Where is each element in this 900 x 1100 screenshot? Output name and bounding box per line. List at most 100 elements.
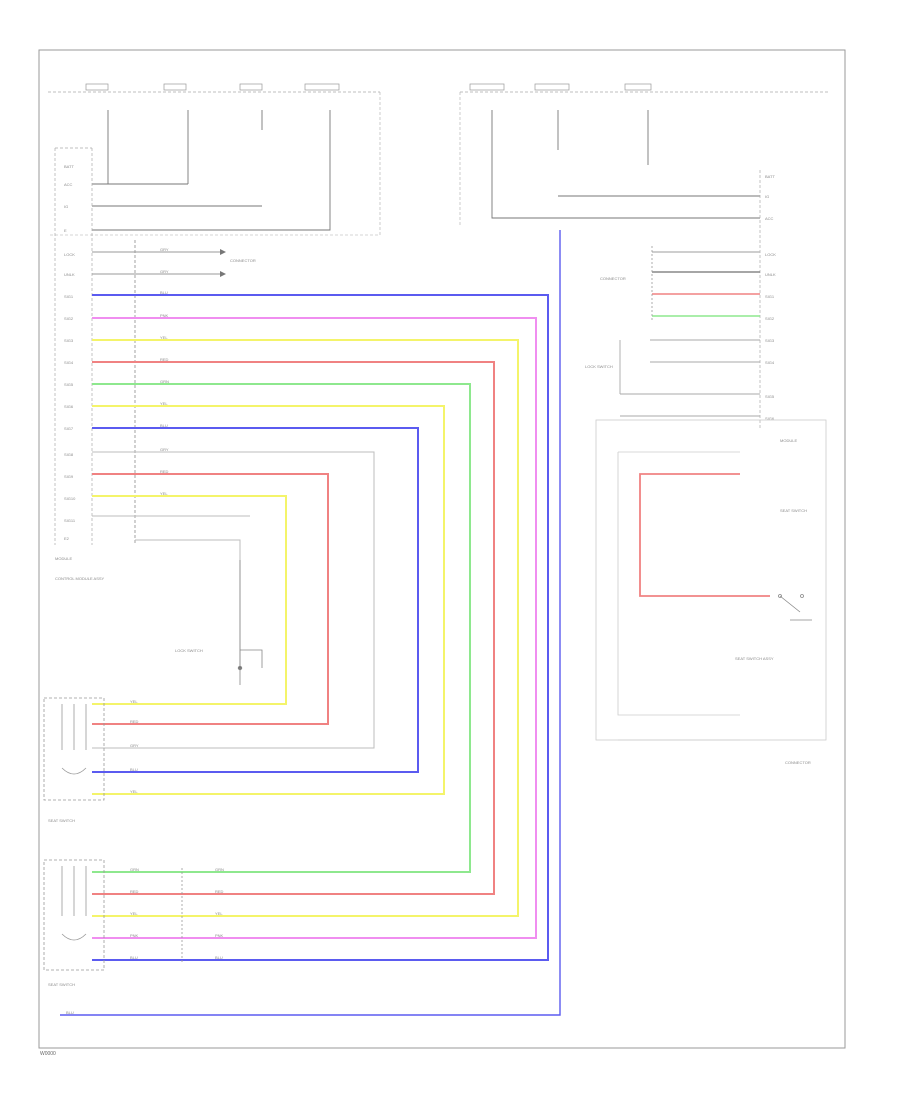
svg-text:SEAT SWITCH: SEAT SWITCH — [48, 818, 75, 823]
svg-text:BATT: BATT — [64, 164, 74, 169]
fuse-drop-wires-left — [92, 110, 331, 231]
fuse-boxes — [85, 83, 652, 91]
svg-text:SIG3: SIG3 — [64, 338, 74, 343]
svg-text:CONTROL MODULE ASSY: CONTROL MODULE ASSY — [55, 576, 105, 581]
svg-text:CONNECTOR: CONNECTOR — [785, 760, 811, 765]
svg-text:BLU: BLU — [130, 767, 138, 772]
svg-text:LOCK: LOCK — [765, 252, 776, 257]
svg-text:CONNECTOR: CONNECTOR — [600, 276, 626, 281]
svg-text:RED: RED — [215, 889, 224, 894]
svg-text:LOCK SWITCH: LOCK SWITCH — [175, 648, 203, 653]
svg-text:YEL: YEL — [160, 401, 168, 406]
diagram-frame — [38, 49, 846, 1049]
svg-text:SIG6: SIG6 — [64, 404, 74, 409]
svg-text:E: E — [64, 228, 67, 233]
signal-wires — [60, 230, 561, 1016]
left-control-module — [54, 147, 93, 545]
svg-text:PNK: PNK — [160, 313, 169, 318]
svg-text:YEL: YEL — [130, 789, 138, 794]
svg-text:IG: IG — [64, 204, 68, 209]
svg-text:RED: RED — [130, 719, 139, 724]
left-seat-switch-2 — [43, 859, 105, 971]
svg-text:SIG1: SIG1 — [765, 294, 775, 299]
fuse-drop-wires-right — [491, 110, 760, 219]
svg-text:MODULE: MODULE — [780, 438, 797, 443]
svg-text:SIG4: SIG4 — [765, 360, 775, 365]
svg-text:GRY: GRY — [160, 269, 169, 274]
svg-text:YEL: YEL — [130, 911, 138, 916]
svg-text:SIG11: SIG11 — [64, 518, 76, 523]
svg-text:PNK: PNK — [215, 933, 224, 938]
svg-text:RED: RED — [130, 889, 139, 894]
svg-text:GRY: GRY — [160, 247, 169, 252]
svg-text:YEL: YEL — [160, 335, 168, 340]
svg-text:RED: RED — [160, 469, 169, 474]
svg-text:RED: RED — [160, 357, 169, 362]
svg-text:SIG7: SIG7 — [64, 426, 74, 431]
right-switch — [778, 594, 812, 621]
wire-blue-1 — [92, 294, 549, 961]
wire-color-labels: GRY GRY BLU PNK YEL RED GRN YEL BLU GRY RED YE… — [66, 247, 224, 1015]
svg-text:SIG2: SIG2 — [765, 316, 775, 321]
svg-text:PNK: PNK — [130, 933, 139, 938]
wire-yellow-2 — [92, 405, 445, 795]
right-labels: CONNECTOR LOCK SWITCH MODULE SEAT SWITCH… — [585, 276, 811, 765]
svg-text:SIG5: SIG5 — [64, 382, 74, 387]
lock-wires — [92, 240, 220, 545]
wire-blue-3 — [60, 230, 561, 1016]
wire-yellow-1 — [92, 339, 519, 917]
right-connector-wires — [651, 246, 760, 320]
svg-text:SIG10: SIG10 — [64, 496, 76, 501]
wire-green-1 — [92, 383, 471, 873]
svg-text:UNLK: UNLK — [64, 272, 75, 277]
svg-text:IG: IG — [765, 194, 769, 199]
svg-text:SIG9: SIG9 — [64, 474, 74, 479]
svg-text:BLU: BLU — [66, 1010, 74, 1015]
ground-connector — [237, 560, 263, 685]
svg-text:E2: E2 — [64, 536, 70, 541]
svg-text:SEAT SWITCH: SEAT SWITCH — [780, 508, 807, 513]
svg-text:SIG4: SIG4 — [64, 360, 74, 365]
svg-text:SIG3: SIG3 — [765, 338, 775, 343]
right-gray-region — [595, 419, 827, 741]
svg-text:CONNECTOR: CONNECTOR — [230, 258, 256, 263]
svg-text:BLU: BLU — [215, 955, 223, 960]
wire-red-2 — [92, 473, 329, 725]
wire-red-1 — [92, 361, 495, 895]
lock-arrows — [220, 249, 226, 277]
svg-text:SIG1: SIG1 — [64, 294, 74, 299]
svg-text:BLU: BLU — [160, 423, 168, 428]
left-labels: MODULE CONTROL MODULE ASSY CONNECTOR LOC… — [48, 258, 256, 987]
svg-text:SIG5: SIG5 — [765, 394, 775, 399]
wire-yellow-3 — [92, 495, 287, 705]
right-small-wires — [619, 339, 760, 417]
svg-text:GRY: GRY — [130, 743, 139, 748]
svg-text:GRN: GRN — [130, 867, 139, 872]
svg-text:ACC: ACC — [64, 182, 73, 187]
svg-text:LOCK SWITCH: LOCK SWITCH — [585, 364, 613, 369]
dashed-bracket-top — [48, 92, 461, 236]
svg-text:YEL: YEL — [130, 699, 138, 704]
svg-text:BATT: BATT — [765, 174, 775, 179]
svg-text:SEAT SWITCH: SEAT SWITCH — [48, 982, 75, 987]
svg-text:YEL: YEL — [215, 911, 223, 916]
svg-text:ACC: ACC — [765, 216, 774, 221]
footer-code: W0000 — [40, 1051, 56, 1057]
svg-text:BLU: BLU — [130, 955, 138, 960]
svg-text:GRN: GRN — [215, 867, 224, 872]
svg-text:GRN: GRN — [160, 379, 169, 384]
wire-blue-2 — [92, 427, 419, 773]
svg-text:SIG6: SIG6 — [765, 416, 775, 421]
wire-pink — [92, 317, 537, 939]
svg-text:UNLK: UNLK — [765, 272, 776, 277]
svg-text:SEAT SWITCH ASSY: SEAT SWITCH ASSY — [735, 656, 774, 661]
svg-text:SIG8: SIG8 — [64, 452, 74, 457]
svg-text:BLU: BLU — [160, 290, 168, 295]
svg-text:MODULE: MODULE — [55, 556, 72, 561]
svg-text:YEL: YEL — [160, 491, 168, 496]
right-red-wire — [639, 473, 770, 597]
svg-text:GRY: GRY — [160, 447, 169, 452]
